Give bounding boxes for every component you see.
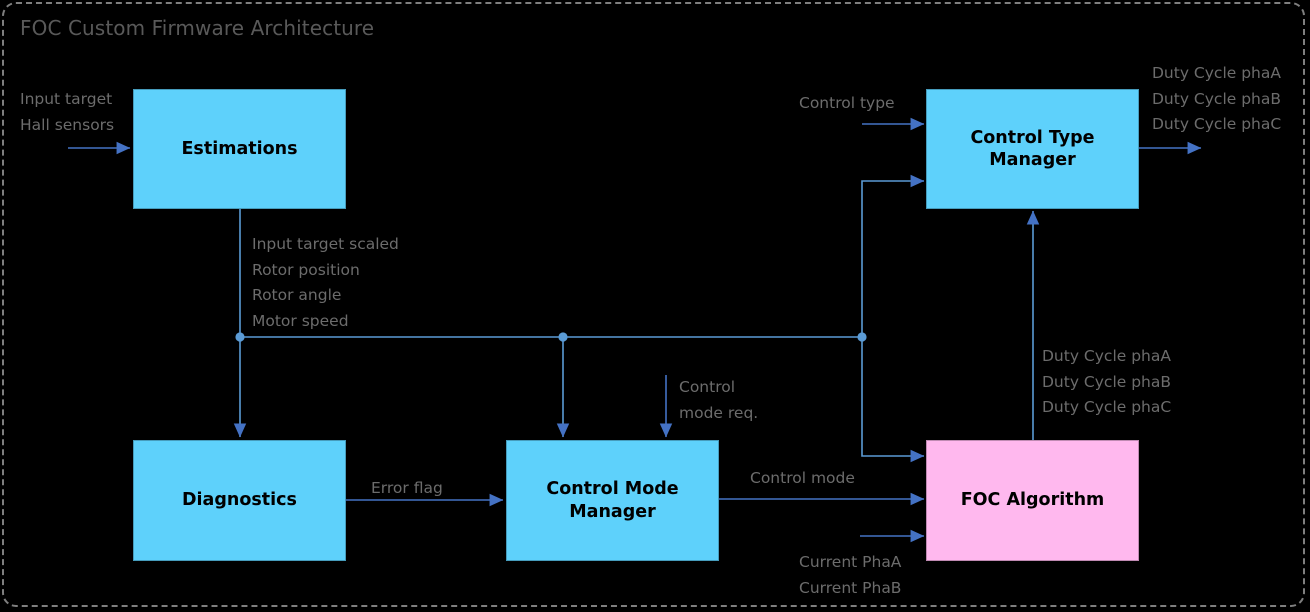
block-diagnostics[interactable]: Diagnostics xyxy=(133,440,346,561)
wire-bus-to-foc-algorithm xyxy=(861,337,925,463)
label-estimations-inputs: Input target Hall sensors xyxy=(20,90,115,134)
wire-bus-to-control-type-manager xyxy=(861,174,925,337)
junction-dot-right xyxy=(857,332,867,342)
label-current-inputs: Current PhaA Current PhaB xyxy=(799,553,902,597)
block-control-type-manager[interactable]: Control Type Manager xyxy=(926,89,1139,209)
label-control-type-outputs: Duty Cycle phaA Duty Cycle phaB Duty Cyc… xyxy=(1152,64,1282,134)
page-title: FOC Custom Firmware Architecture xyxy=(20,16,375,40)
block-control-mode-manager[interactable]: Control Mode Manager xyxy=(506,440,719,561)
block-foc-algorithm[interactable]: FOC Algorithm xyxy=(926,440,1139,561)
junction-dot-control-mode xyxy=(558,332,568,342)
label-estimations-outputs: Input target scaled Rotor position Rotor… xyxy=(252,235,399,330)
junction-dot-estimations xyxy=(235,332,245,342)
label-control-mode-req: Control mode req. xyxy=(679,378,759,422)
label-control-type-input: Control type xyxy=(799,94,895,112)
block-estimations[interactable]: Estimations xyxy=(133,89,346,209)
label-error-flag: Error flag xyxy=(371,479,443,497)
label-control-mode: Control mode xyxy=(750,469,855,487)
label-foc-outputs: Duty Cycle phaA Duty Cycle phaB Duty Cyc… xyxy=(1042,347,1172,417)
